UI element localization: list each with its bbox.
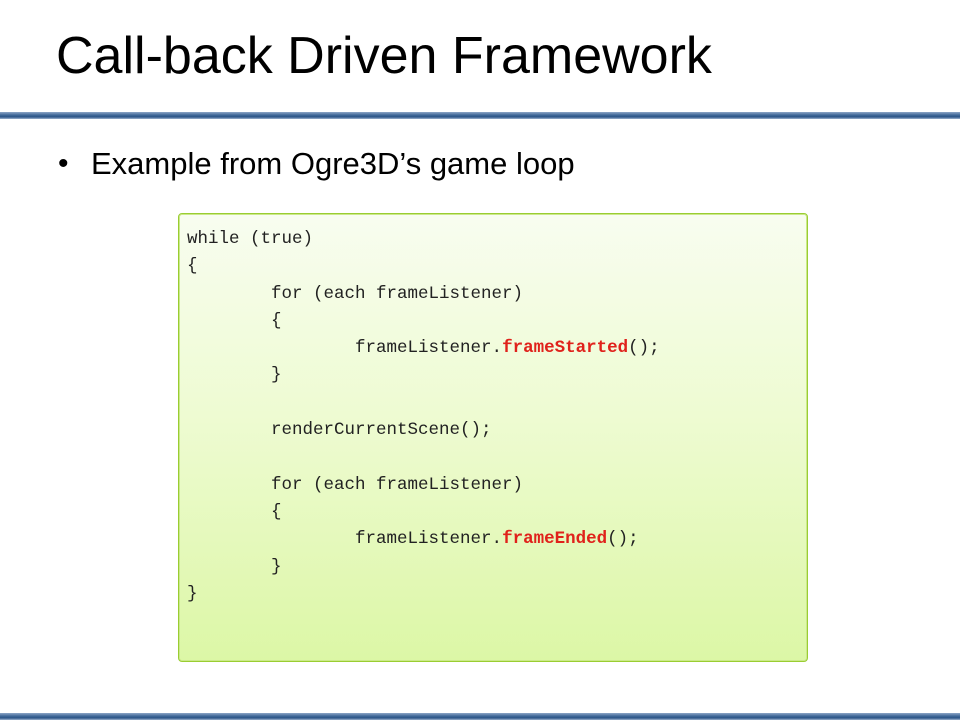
bullet-text: Example from Ogre3D’s game loop [91, 146, 575, 181]
code-line-1: while (true) [187, 229, 314, 249]
code-line-14: } [187, 583, 198, 604]
code-block: while (true) { for (each frameListener) … [178, 213, 808, 662]
bullet-item: • Example from Ogre3D’s game loop [58, 146, 575, 182]
code-line-2: { [187, 256, 198, 277]
code-line-11: { [187, 501, 282, 522]
code-line-7 [187, 390, 807, 417]
code-line-9 [187, 444, 807, 471]
code-text: frameListener. [187, 338, 503, 359]
bullet-marker: • [58, 147, 69, 180]
code-text: (); [607, 529, 639, 550]
code-line-8: renderCurrentScene(); [187, 420, 492, 441]
footer-divider-line [0, 713, 960, 720]
code-line-6: } [187, 365, 282, 386]
highlighted-method-frame-ended: frameEnded [502, 529, 608, 550]
slide-title: Call-back Driven Framework [56, 27, 712, 85]
code-line-5: frameListener.frameStarted(); [187, 335, 807, 362]
title-divider-line [0, 112, 960, 119]
code-line-10: for (each frameListener) [187, 474, 524, 495]
code-line-4: { [187, 310, 282, 331]
code-line-13: } [187, 556, 282, 577]
code-line-12: frameListener.frameEnded(); [187, 526, 807, 553]
code-line-3: for (each frameListener) [187, 283, 524, 304]
code-text: frameListener. [187, 529, 503, 550]
code-text: (); [628, 338, 660, 359]
highlighted-method-frame-started: frameStarted [502, 338, 629, 359]
